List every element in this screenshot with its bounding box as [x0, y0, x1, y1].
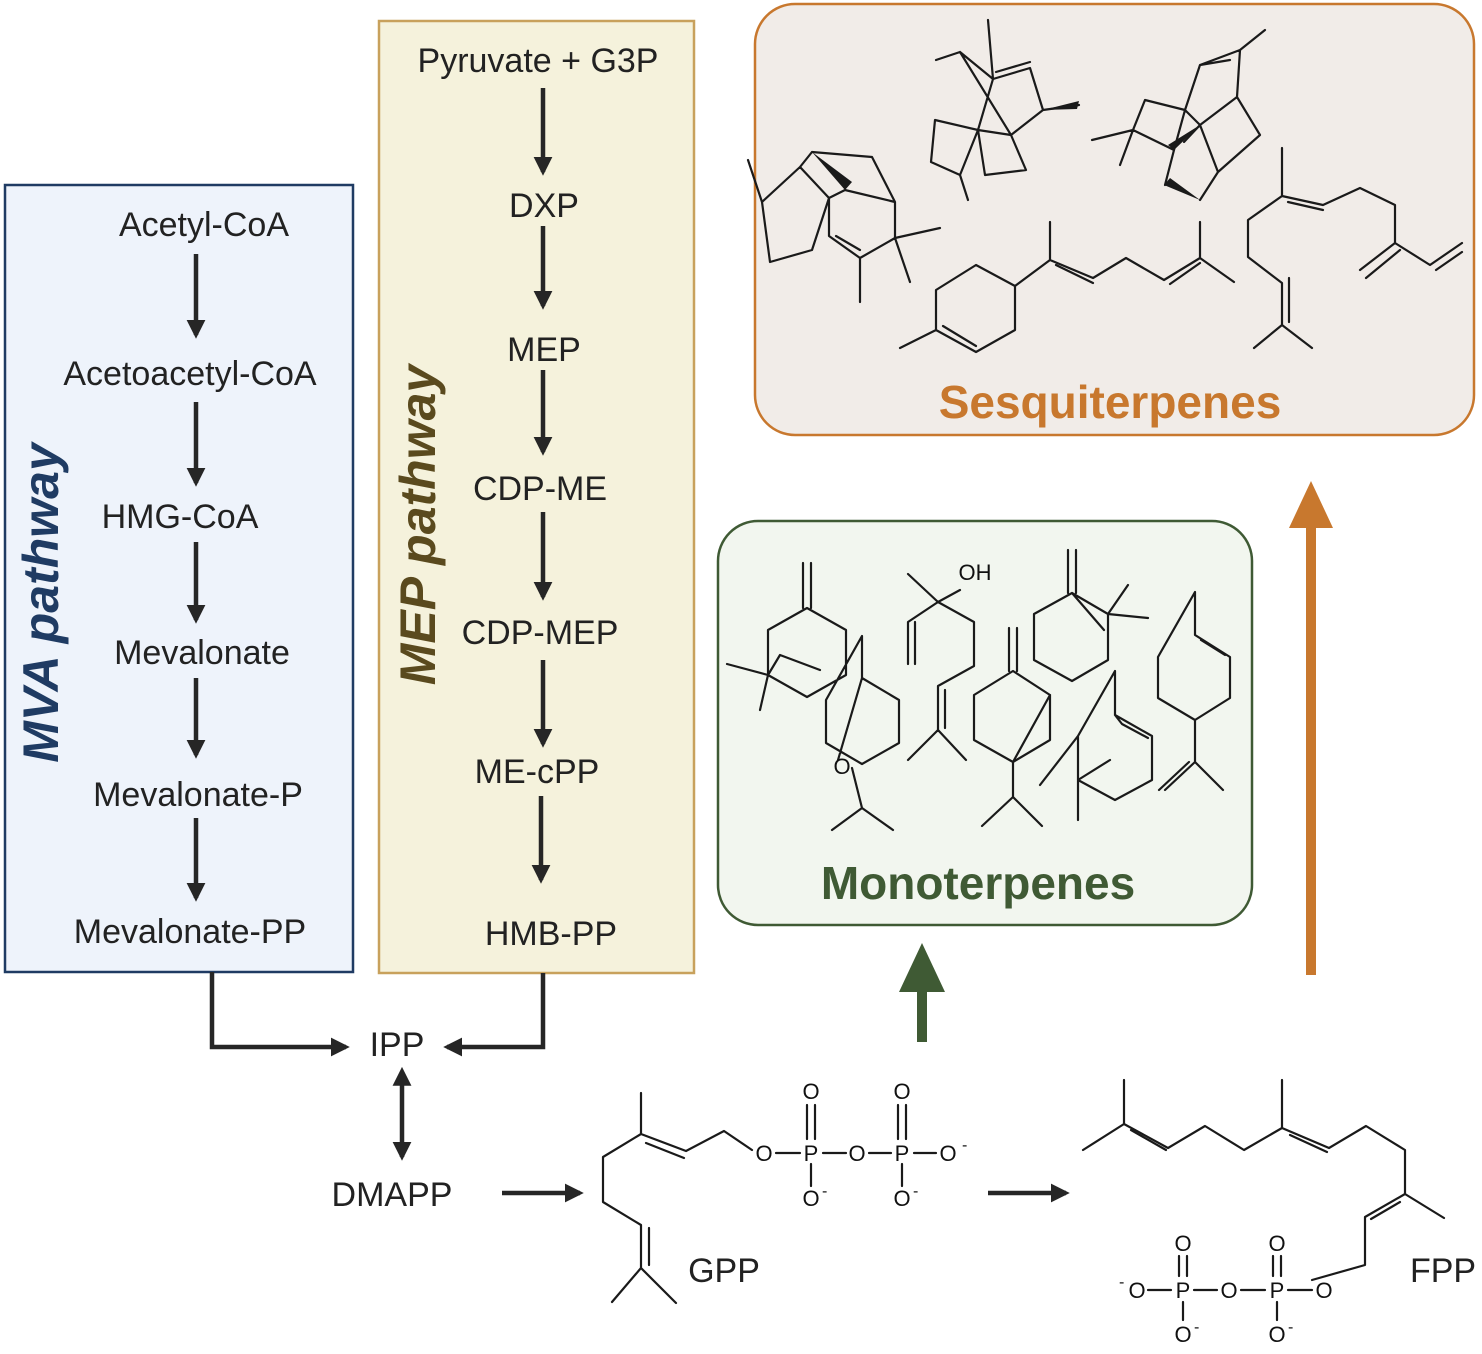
gpp-phosphorus-1: P: [804, 1141, 819, 1166]
gpp-bridge-oxygen: O: [848, 1141, 865, 1166]
gpp-phosphoryl-oxygen-2: O: [893, 1079, 910, 1104]
mep-to-ipp-arrow: [443, 973, 546, 1057]
mep-step: ME-cPP: [475, 753, 600, 791]
gpp-pO-double-bond: [805, 1103, 817, 1141]
fpp-pO-double-bond: [1271, 1254, 1283, 1278]
fpp-phosphorus-2: P: [1270, 1278, 1285, 1303]
mep-step: CDP-ME: [473, 470, 607, 508]
mep-step: MEP: [507, 331, 581, 369]
gpp-double-bonds: [644, 1141, 686, 1267]
mva-step: HMG-CoA: [102, 498, 259, 536]
sesquiterpenes-panel: Sesquiterpenes: [746, 2, 1476, 975]
mva-step: Acetyl-CoA: [119, 206, 289, 244]
mep-step: DXP: [509, 187, 579, 225]
mep-step: HMB-PP: [485, 915, 617, 953]
gpp-anionic-oxygen-1: O: [802, 1186, 819, 1211]
gpp-charge: -: [822, 1183, 827, 1200]
fpp-pO-double-bond: [1177, 1254, 1189, 1278]
mva-step: Mevalonate-P: [93, 776, 303, 814]
linalool-hydroxyl-label: OH: [959, 560, 992, 585]
gpp-ester-oxygen: O: [755, 1141, 772, 1166]
gpp-phosphorus-2: P: [895, 1141, 910, 1166]
gpp-skeleton: [601, 1091, 754, 1305]
mep-step: Pyruvate + G3P: [418, 42, 659, 80]
mep-pathway-title: MEP pathway: [390, 363, 446, 686]
mep-arrows: [531, 88, 553, 884]
monoterpenes-box: [716, 519, 1254, 927]
sesquiterpene-wedge-bond: [812, 152, 852, 190]
fpp-bridge-oxygen: O: [1220, 1278, 1237, 1303]
fpp-charge: -: [1119, 1274, 1124, 1291]
mva-step: Acetoacetyl-CoA: [63, 355, 317, 393]
gpp-phosphoryl-oxygen-1: O: [802, 1079, 819, 1104]
central-flow: IPP DMAPP: [209, 972, 1070, 1214]
sesquiterpenes-box: [753, 2, 1476, 437]
sesquiterpenes-label: Sesquiterpenes: [939, 376, 1282, 428]
fpp-phosphorus-1: P: [1176, 1278, 1191, 1303]
mva-step: Mevalonate: [114, 634, 290, 672]
fpp-charge: -: [1288, 1319, 1293, 1336]
fpp-skeleton: [1081, 1078, 1446, 1282]
mep-step: CDP-MEP: [462, 614, 619, 652]
fpp-phosphoryl-oxygen-2: O: [1268, 1231, 1285, 1256]
mep-box: [377, 19, 696, 975]
fpp-anionic-oxygen-1: O: [1174, 1322, 1191, 1347]
fpp-ester-oxygen: O: [1315, 1278, 1332, 1303]
fpp-anionic-oxygen-2: O: [1268, 1322, 1285, 1347]
cineole-oxygen-label: O: [833, 754, 850, 779]
monoterpenes-panel: OH O Monoterpenes: [716, 519, 1254, 1042]
sesquiterpene-wedge-bond: [1168, 125, 1200, 150]
monoterpenes-label: Monoterpenes: [821, 857, 1135, 909]
gpp-label: GPP: [688, 1252, 760, 1290]
fpp-label: FPP: [1410, 1252, 1476, 1290]
fpp-double-bonds: [1129, 1128, 1402, 1221]
ipp-label: IPP: [370, 1026, 425, 1064]
monoterpene-structures: [725, 548, 1232, 832]
gpp-terminal-oxygen: O: [939, 1141, 956, 1166]
gpp-charge: -: [913, 1183, 918, 1200]
gpp-anionic-oxygen-2: O: [893, 1186, 910, 1211]
gpp-charge: -: [962, 1137, 967, 1154]
fpp-to-sesquiterpenes-arrowhead: [1289, 481, 1333, 528]
mva-pathway-panel: MVA pathway Acetyl-CoA Acetoacetyl-CoA H…: [3, 183, 355, 974]
mva-box: [3, 183, 355, 974]
mep-pathway-panel: MEP pathway Pyruvate + G3P DXP MEP CDP-M…: [377, 19, 696, 975]
fpp-charge: -: [1194, 1319, 1199, 1336]
sesquiterpene-structures: [746, 18, 1464, 354]
gpp-pO-double-bond: [896, 1103, 908, 1141]
mva-step: Mevalonate-PP: [74, 913, 306, 951]
fpp-phosphoryl-oxygen-1: O: [1174, 1231, 1191, 1256]
fpp-structure: O P O P O - O O O - O - FPP: [1081, 1078, 1476, 1347]
mva-to-ipp-arrow: [209, 972, 350, 1057]
sesquiterpene-wedge-bond: [1164, 178, 1200, 200]
dmapp-label: DMAPP: [332, 1176, 453, 1214]
mep-steps: Pyruvate + G3P DXP MEP CDP-ME CDP-MEP ME…: [418, 42, 659, 953]
mva-steps: Acetyl-CoA Acetoacetyl-CoA HMG-CoA Meval…: [63, 206, 317, 951]
sesquiterpene-wedge-bond: [1043, 101, 1079, 110]
mva-pathway-title: MVA pathway: [13, 441, 69, 763]
gpp-to-monoterpenes-arrowhead: [899, 943, 945, 992]
gpp-structure: O P O P O - O O O - O - GPP: [601, 1079, 967, 1305]
fpp-terminal-oxygen: O: [1128, 1278, 1145, 1303]
